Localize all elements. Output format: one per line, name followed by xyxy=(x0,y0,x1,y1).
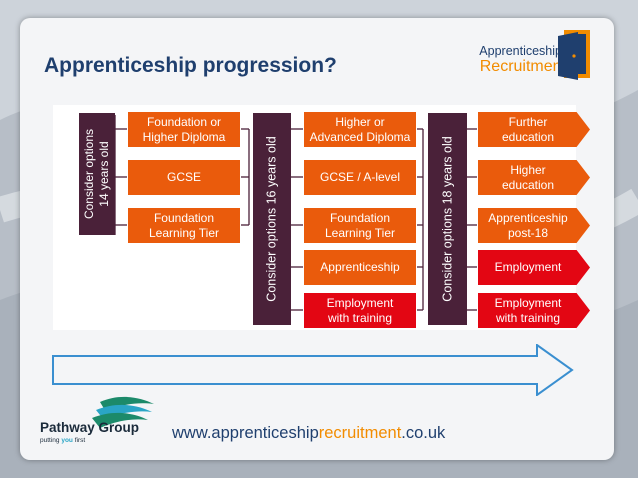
box-line1: Employment xyxy=(326,295,394,310)
logo-line1: Apprenticeship xyxy=(479,44,562,58)
stage-18-label: Consider options 18 years old xyxy=(440,136,454,302)
box-line1: Apprenticeship xyxy=(320,260,400,274)
box-line2: Learning Tier xyxy=(324,225,396,240)
connector-lines xyxy=(114,115,477,311)
box-line2: post-18 xyxy=(507,225,548,240)
option-apprenticeship-16: Apprenticeship xyxy=(304,250,416,285)
box-line1: Foundation xyxy=(153,210,215,225)
logo-line2: Recruitment xyxy=(479,58,566,75)
tagline-part3: first xyxy=(72,437,86,444)
box-line2: with training xyxy=(495,310,560,325)
website-url[interactable]: www.apprenticeshiprecruitment.co.uk xyxy=(172,424,445,443)
company-tagline: putting you first xyxy=(40,437,85,444)
option-gcse: GCSE xyxy=(128,160,240,195)
box-line1: Employment xyxy=(494,295,562,310)
progression-arrow xyxy=(52,344,574,396)
box-line1: Employment xyxy=(494,260,562,274)
stage-14-label-line1: Consider options xyxy=(82,128,96,220)
stage-bar-14: Consider options 14 years old xyxy=(79,113,115,235)
stage-bar-16: Consider options 16 years old xyxy=(253,113,291,325)
door-icon xyxy=(558,30,590,80)
url-part1: www.apprenticeship xyxy=(172,424,319,442)
box-line2: Learning Tier xyxy=(148,225,220,240)
box-line1: Apprenticeship xyxy=(488,210,568,225)
page-title: Apprenticeship progression? xyxy=(44,54,337,77)
stage-bar-18: Consider options 18 years old xyxy=(428,113,467,325)
box-line2: education xyxy=(501,129,555,144)
slide: Apprenticeship progression? Apprenticesh… xyxy=(20,18,614,460)
box-line2: education xyxy=(501,177,555,192)
option-employment-18: Employment xyxy=(478,250,590,285)
pathway-group-logo-icon xyxy=(92,396,154,428)
box-line2: with training xyxy=(327,310,392,325)
box-line1: Further xyxy=(508,114,548,129)
box-line1: GCSE / A-level xyxy=(319,170,401,184)
url-part3: .co.uk xyxy=(401,424,446,442)
company-name: Pathway Group xyxy=(40,420,140,435)
tagline-part2: you xyxy=(61,437,73,444)
tagline-part1: putting xyxy=(40,437,62,444)
progression-diagram: Consider options 14 years old Consider o… xyxy=(53,105,590,330)
box-line2: Higher Diploma xyxy=(142,129,226,144)
option-gcse-a-level: GCSE / A-level xyxy=(304,160,416,195)
stage-16-label: Consider options 16 years old xyxy=(264,136,279,302)
stage-14-label-line2: 14 years old xyxy=(97,141,111,207)
box-line1: Foundation xyxy=(329,210,391,225)
box-line2: Advanced Diploma xyxy=(309,129,411,144)
box-line1: GCSE xyxy=(166,170,201,184)
url-part2: recruitment xyxy=(318,424,402,442)
box-line1: Higher or xyxy=(335,114,385,129)
box-line1: Higher xyxy=(510,162,546,177)
box-line1: Foundation or xyxy=(146,114,222,129)
